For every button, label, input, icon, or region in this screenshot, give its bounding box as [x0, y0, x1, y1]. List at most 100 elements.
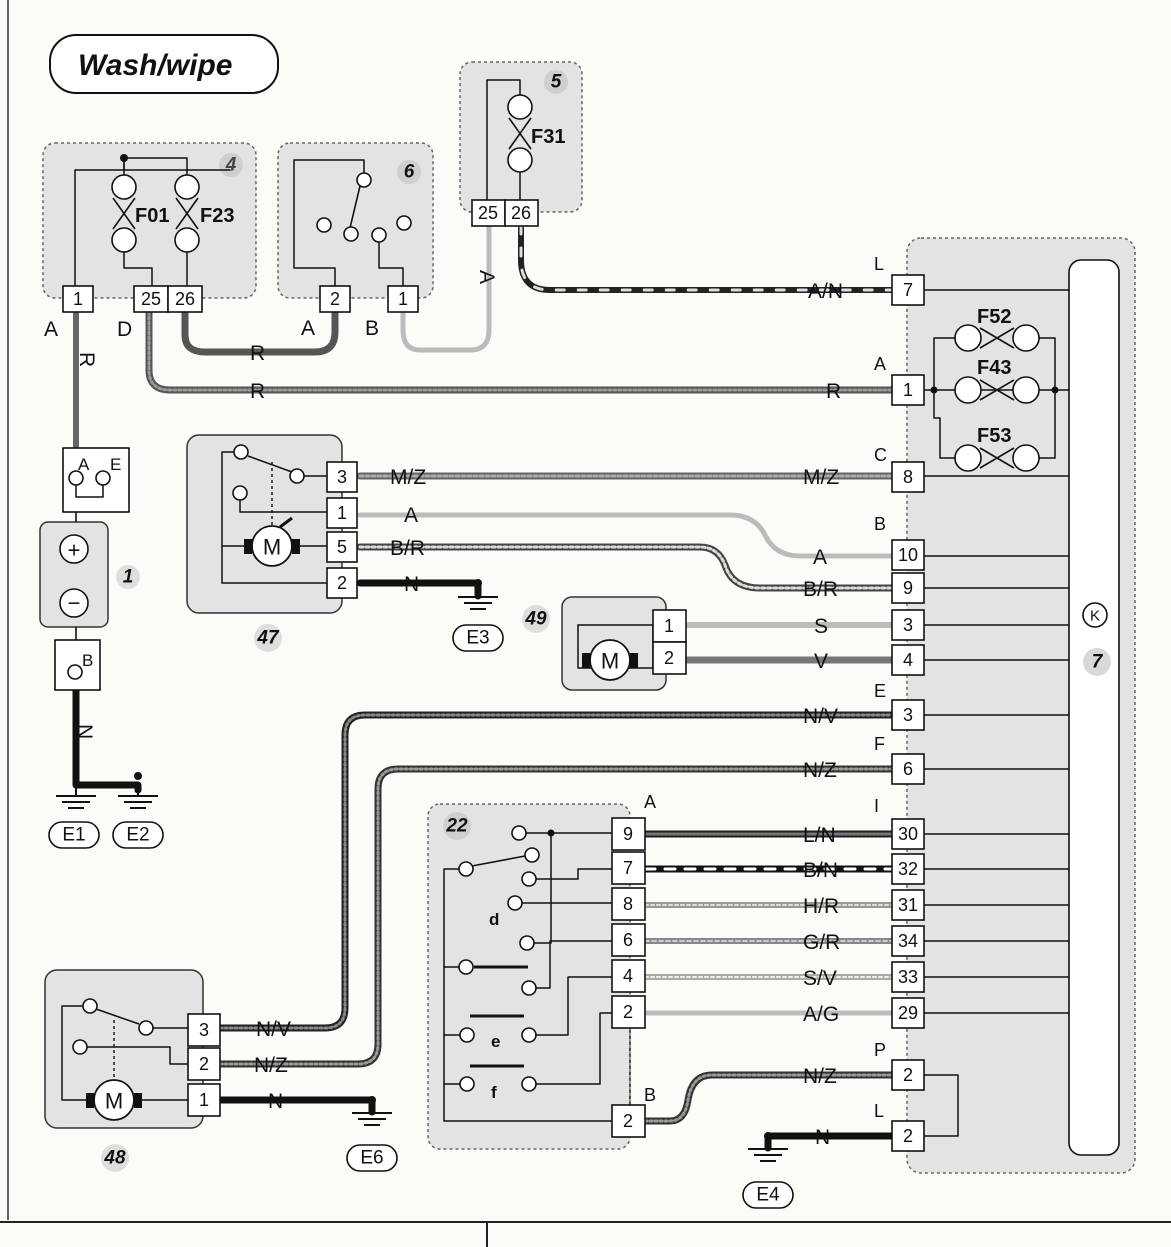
motor-icon: M: [582, 639, 638, 681]
svg-text:47: 47: [256, 628, 280, 649]
svg-text:I: I: [874, 796, 879, 816]
svg-text:1: 1: [903, 380, 913, 400]
svg-text:M: M: [105, 1089, 123, 1114]
svg-text:S: S: [814, 615, 828, 638]
fuse-icon: [954, 324, 1040, 352]
motor-icon: M: [86, 1079, 142, 1121]
svg-text:2: 2: [903, 1126, 913, 1146]
svg-text:31: 31: [898, 895, 918, 915]
switch-icon: [316, 172, 412, 243]
svg-text:34: 34: [898, 931, 918, 951]
svg-text:L/N: L/N: [803, 824, 836, 847]
diagram-title: Wash/wipe: [49, 34, 279, 94]
svg-text:A: A: [475, 270, 498, 284]
svg-text:30: 30: [898, 824, 918, 844]
svg-text:F: F: [874, 734, 885, 754]
svg-text:6: 6: [623, 930, 633, 950]
svg-text:B: B: [82, 651, 93, 670]
svg-text:B/R: B/R: [390, 537, 425, 560]
motor-icon: M: [222, 516, 327, 567]
svg-text:1: 1: [398, 289, 408, 309]
svg-text:E3: E3: [466, 628, 489, 649]
svg-text:2: 2: [337, 573, 347, 593]
svg-text:9: 9: [903, 578, 913, 598]
svg-text:5: 5: [337, 537, 347, 557]
svg-text:1: 1: [123, 567, 134, 588]
svg-text:E: E: [110, 455, 121, 474]
svg-text:A/G: A/G: [803, 1003, 839, 1026]
svg-text:V: V: [814, 650, 828, 673]
svg-text:33: 33: [898, 967, 918, 987]
svg-text:1: 1: [664, 616, 674, 636]
svg-text:H/R: H/R: [803, 895, 839, 918]
component-49-washer-pump: 49 M 1 2: [522, 596, 687, 691]
svg-text:B: B: [644, 1085, 656, 1105]
svg-text:N: N: [815, 1126, 830, 1149]
svg-text:9: 9: [623, 824, 633, 844]
svg-text:2: 2: [664, 648, 674, 668]
svg-text:26: 26: [175, 289, 195, 309]
svg-text:R: R: [250, 380, 265, 403]
svg-text:F01: F01: [135, 205, 169, 227]
svg-text:E: E: [874, 681, 886, 701]
svg-text:3: 3: [337, 467, 347, 487]
svg-text:8: 8: [623, 894, 633, 914]
svg-text:A: A: [404, 504, 418, 527]
svg-text:26: 26: [511, 203, 531, 223]
svg-text:G/R: G/R: [803, 931, 840, 954]
svg-text:A: A: [301, 317, 315, 340]
svg-text:5: 5: [551, 72, 562, 93]
ground-icon: E1: [48, 785, 100, 849]
svg-text:3: 3: [199, 1020, 209, 1040]
svg-text:E2: E2: [126, 825, 149, 846]
component-4-fusebox: 4 F01 F23 1 25 26 A D: [42, 142, 257, 341]
svg-text:+: +: [68, 538, 81, 563]
component-7-control-unit: F52 F43 F53 K 7 7 1 8 10 9 3 4 3 6 30 32…: [874, 237, 1136, 1174]
svg-text:A/N: A/N: [808, 280, 843, 303]
svg-text:L: L: [874, 254, 884, 274]
component-5-fuse: 5 F31 25 26: [459, 61, 583, 227]
svg-text:B/R: B/R: [803, 578, 838, 601]
svg-text:M: M: [263, 535, 281, 560]
svg-text:L: L: [874, 1101, 884, 1121]
svg-text:f: f: [491, 1083, 497, 1102]
svg-text:R: R: [75, 352, 98, 367]
svg-text:E4: E4: [756, 1185, 780, 1206]
svg-text:F52: F52: [977, 306, 1011, 328]
svg-text:A: A: [644, 792, 656, 812]
svg-text:F23: F23: [200, 205, 234, 227]
svg-text:1: 1: [73, 289, 83, 309]
svg-text:B: B: [874, 514, 886, 534]
fuse-icon: [507, 94, 533, 173]
ground-icon: E2: [112, 772, 164, 849]
svg-text:N/Z: N/Z: [803, 759, 837, 782]
svg-text:S/V: S/V: [803, 967, 837, 990]
svg-text:A: A: [874, 354, 886, 374]
svg-text:7: 7: [903, 280, 913, 300]
svg-text:4: 4: [903, 650, 913, 670]
svg-text:10: 10: [898, 545, 918, 565]
svg-text:N: N: [404, 573, 419, 596]
svg-text:F43: F43: [977, 357, 1011, 379]
component-48-rear-wiper-motor: M 3 2 1 48: [44, 969, 221, 1172]
svg-text:−: −: [68, 591, 81, 616]
svg-text:N/V: N/V: [803, 705, 838, 728]
svg-text:M/Z: M/Z: [390, 466, 426, 489]
svg-text:N: N: [73, 724, 96, 739]
svg-text:C: C: [874, 445, 887, 465]
svg-text:N/Z: N/Z: [254, 1054, 288, 1077]
svg-text:48: 48: [103, 1148, 126, 1169]
svg-text:N/V: N/V: [256, 1018, 291, 1041]
svg-text:1: 1: [199, 1090, 209, 1110]
component-6-switch: 6 2 1 A B: [277, 142, 434, 340]
svg-text:A: A: [813, 546, 827, 569]
battery-icon: A E + − B 1: [39, 447, 140, 691]
svg-text:E6: E6: [360, 1148, 383, 1169]
svg-text:2: 2: [199, 1054, 209, 1074]
svg-text:22: 22: [445, 816, 468, 837]
svg-text:25: 25: [141, 289, 161, 309]
svg-text:D: D: [117, 318, 132, 341]
svg-text:e: e: [491, 1032, 500, 1051]
ground-icon: E3: [452, 579, 504, 652]
component-22-wiper-switch: 22 d e f: [427, 792, 656, 1150]
